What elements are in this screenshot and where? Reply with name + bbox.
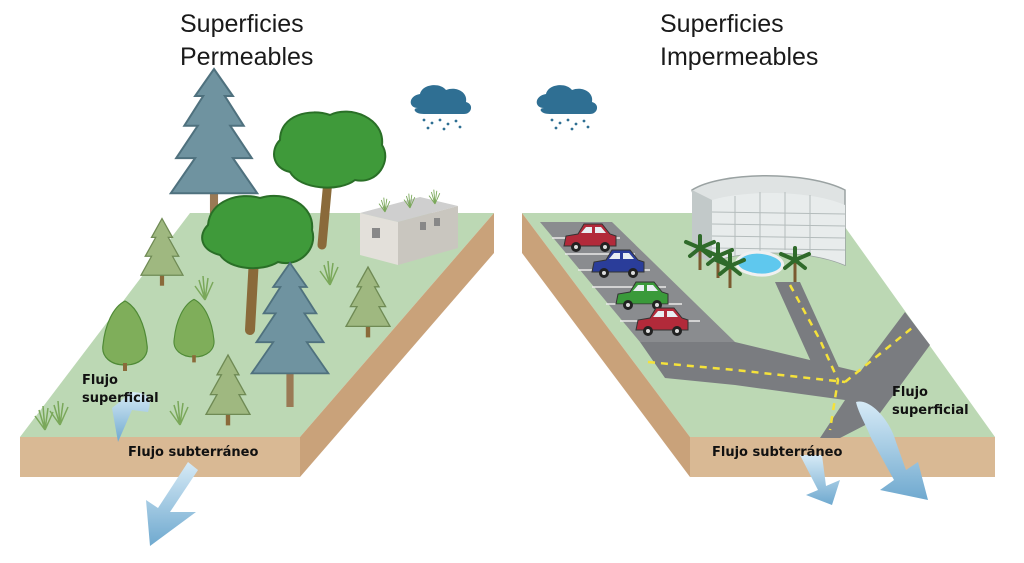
flow-arrow-icon [112, 392, 150, 442]
label-subsurface-flow-right: Flujo subterráneo [712, 445, 843, 460]
label-surface-flow-left: Flujo superficial [82, 372, 159, 408]
label-surface-flow-right-line-1: Flujo [892, 385, 928, 400]
pool-icon [735, 250, 785, 277]
label-surface-flow-left-line-1: Flujo [82, 373, 118, 388]
hotel-building [691, 175, 846, 267]
title-impermeable-line-1: Superficies [660, 10, 784, 38]
pine-tree-icon [140, 217, 184, 287]
building-small [360, 189, 458, 265]
flow-arrow-icon [856, 401, 928, 500]
deciduous-tree-icon [201, 194, 315, 335]
title-permeable: Superficies Permeables [180, 8, 313, 74]
label-surface-flow-right: Flujo superficial [892, 384, 969, 420]
label-subsurface-flow-left: Flujo subterráneo [128, 445, 259, 460]
label-surface-flow-right-line-2: superficial [892, 403, 969, 418]
flow-arrow-icon [800, 455, 840, 505]
title-permeable-line-1: Superficies [180, 10, 304, 38]
cloud-rain-icon [410, 85, 472, 131]
title-impermeable-line-2: Impermeables [660, 43, 819, 71]
flow-arrow-icon [146, 462, 198, 546]
label-surface-flow-left-line-2: superficial [82, 391, 159, 406]
cloud-rain-icon [536, 85, 598, 131]
title-impermeable: Superficies Impermeables [660, 8, 818, 74]
deciduous-tree-icon [273, 110, 387, 250]
permeable-ground-block [20, 213, 494, 477]
title-permeable-line-2: Permeables [180, 43, 314, 71]
